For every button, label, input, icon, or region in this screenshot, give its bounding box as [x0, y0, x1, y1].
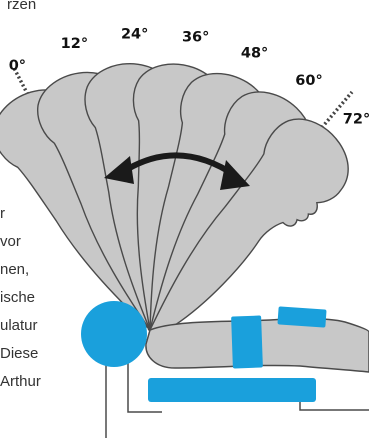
- angle-label-60: 60°: [295, 73, 322, 89]
- angle-label-24: 24°: [121, 26, 148, 42]
- strap-middle: [231, 315, 263, 368]
- angle-label-72: 72°: [343, 112, 369, 128]
- angle-label-0: 0°: [9, 58, 26, 74]
- angle-label-48: 48°: [241, 45, 268, 61]
- lower-body: [81, 301, 369, 438]
- head-support-ball: [81, 301, 147, 367]
- cushion-bottom: [148, 378, 316, 402]
- angle-label-36: 36°: [182, 30, 209, 46]
- cushion-knee: [277, 306, 326, 327]
- angle-label-12: 12°: [61, 36, 88, 52]
